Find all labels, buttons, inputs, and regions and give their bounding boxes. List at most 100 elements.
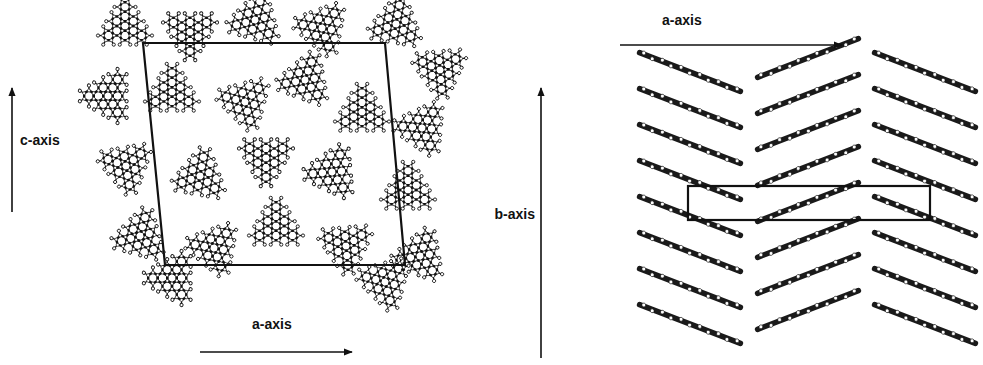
hydrogen-atom <box>349 173 353 177</box>
carbon-atom <box>441 72 445 76</box>
hydrogen-atom <box>428 207 431 210</box>
aromatic-ring <box>382 12 394 23</box>
carbon-atom <box>202 185 205 188</box>
carbon-atom <box>343 268 347 272</box>
aromatic-ring <box>399 15 411 26</box>
carbon-atom <box>388 278 392 282</box>
carbon-atom <box>392 3 395 6</box>
carbon-atom <box>321 20 325 24</box>
carbon-atom <box>211 167 214 170</box>
hydrogen-atom <box>245 128 250 133</box>
hydrogen-atom <box>362 285 367 290</box>
carbon-atom <box>126 226 130 230</box>
hydrogen-atom <box>187 158 191 162</box>
hydrogen-atom <box>149 91 152 94</box>
aromatic-ring <box>213 234 228 248</box>
atom <box>697 72 702 77</box>
hydrogen-atom <box>117 229 121 233</box>
hydrogen-atom <box>416 69 420 73</box>
hydrogen-atom <box>277 34 281 38</box>
molecule <box>107 200 175 263</box>
carbon-atom <box>269 205 272 208</box>
carbon-atom <box>104 163 108 167</box>
carbon-atom <box>125 188 129 192</box>
carbon-atom <box>120 75 124 79</box>
carbon-atom <box>115 175 119 179</box>
carbon-atom <box>372 101 375 104</box>
aromatic-ring <box>355 228 369 242</box>
carbon-atom <box>443 91 447 95</box>
aromatic-ring <box>191 30 205 44</box>
carbon-atom <box>250 161 254 165</box>
carbon-atom <box>257 14 261 18</box>
carbon-atom <box>411 40 414 43</box>
carbon-atom <box>268 17 272 21</box>
hydrogen-atom <box>150 208 154 212</box>
hydrogen-atom <box>157 234 161 238</box>
carbon-atom <box>217 244 221 248</box>
hydrogen-atom <box>129 43 132 46</box>
carbon-atom <box>308 80 312 84</box>
hydrogen-atom <box>412 160 415 163</box>
atom <box>724 85 729 90</box>
carbon-atom <box>115 116 119 120</box>
carbon-atom <box>148 252 152 256</box>
aromatic-ring <box>449 52 463 66</box>
carbon-atom <box>382 30 385 33</box>
hydrogen-atom <box>250 170 254 174</box>
hydrogen-atom <box>106 72 110 76</box>
hydrogen-atom <box>331 226 335 230</box>
hydrogen-atom <box>369 37 373 41</box>
hydrogen-atom <box>253 243 256 246</box>
carbon-atom <box>324 241 328 245</box>
hydrogen-atom <box>427 153 431 157</box>
carbon-atom <box>269 225 272 228</box>
carbon-atom <box>182 100 185 103</box>
carbon-atom <box>191 54 195 58</box>
carbon-atom <box>399 9 402 12</box>
carbon-atom <box>357 238 361 242</box>
hydrogen-atom <box>149 150 154 155</box>
carbon-atom <box>203 239 207 243</box>
carbon-atom <box>286 215 289 218</box>
carbon-atom <box>372 111 375 114</box>
hydrogen-atom <box>185 236 190 241</box>
carbon-atom <box>342 258 346 262</box>
carbon-atom <box>250 142 254 146</box>
carbon-atom <box>358 106 361 109</box>
hydrogen-atom <box>366 129 369 132</box>
aromatic-ring <box>404 31 416 42</box>
hydrogen-atom <box>438 133 442 137</box>
carbon-atom <box>443 58 447 62</box>
hydrogen-atom <box>340 18 345 23</box>
carbon-atom <box>324 29 328 33</box>
hydrogen-atom <box>102 25 105 28</box>
carbon-atom <box>404 174 407 177</box>
carbon-atom <box>278 142 282 146</box>
hydrogen-atom <box>124 72 128 76</box>
carbon-atom <box>223 237 227 241</box>
carbon-atom <box>187 172 190 175</box>
carbon-atom <box>432 68 436 72</box>
molecule <box>364 0 429 49</box>
carbon-atom <box>331 250 335 254</box>
aromatic-ring <box>305 56 319 69</box>
carbon-atom <box>184 257 188 261</box>
hydrogen-atom <box>78 99 82 103</box>
carbon-atom <box>146 246 150 250</box>
unit-cell <box>143 43 405 265</box>
carbon-atom <box>144 151 148 155</box>
hydrogen-atom <box>388 184 391 187</box>
carbon-atom <box>309 35 313 39</box>
hydrogen-atom <box>153 218 157 222</box>
carbon-atom <box>228 235 232 239</box>
carbon-atom <box>111 113 115 117</box>
aromatic-ring <box>122 177 136 192</box>
carbon-atom <box>272 210 275 213</box>
aromatic-ring <box>240 104 255 119</box>
carbon-atom <box>432 59 436 63</box>
hydrogen-atom <box>400 135 404 139</box>
hydrogen-atom <box>123 192 128 197</box>
carbon-atom <box>191 16 195 20</box>
carbon-atom <box>310 91 314 95</box>
